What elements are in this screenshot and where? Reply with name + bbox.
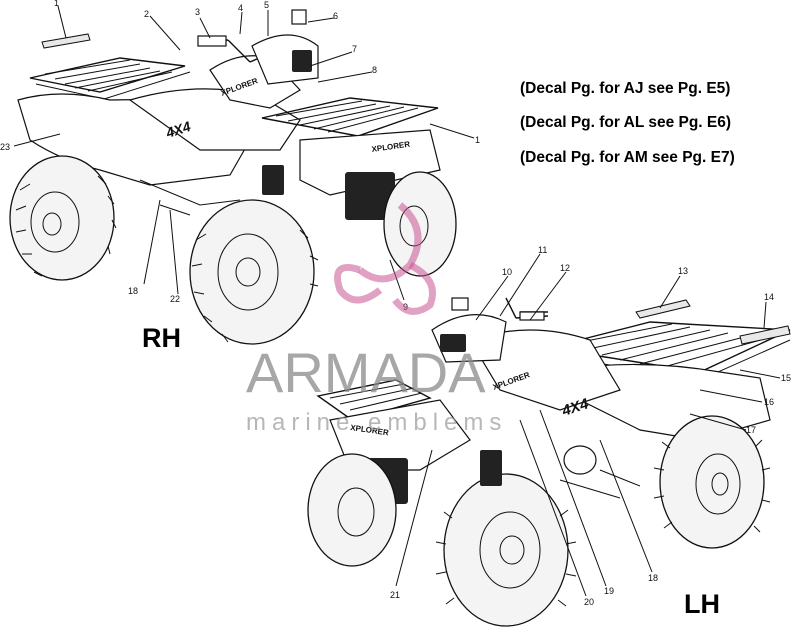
callout-19: 19: [604, 586, 614, 596]
view-label-rh: RH: [142, 323, 181, 353]
callout-1-rh-rear: 1: [54, 0, 59, 8]
callout-23: 23: [0, 142, 10, 152]
callout-8: 8: [372, 65, 377, 75]
callout-7: 7: [352, 44, 357, 54]
callout-16: 16: [764, 397, 774, 407]
leader-lines: [13, 5, 781, 597]
callout-14: 14: [764, 292, 774, 302]
rh-atv-illustration: XPLORER 4X4 XPLORER: [9, 9, 457, 345]
callout-4: 4: [238, 3, 243, 13]
callout-12: 12: [560, 263, 570, 273]
callout-6: 6: [333, 11, 338, 21]
callout-11: 11: [538, 245, 547, 255]
callout-10: 10: [502, 267, 512, 277]
watermark: ARMADA marine emblems: [246, 202, 507, 436]
callout-5: 5: [264, 0, 269, 10]
note-aj: (Decal Pg. for AJ see Pg. E5): [520, 80, 730, 97]
callout-18-rh: 18: [128, 286, 138, 296]
callout-3: 3: [195, 7, 200, 17]
lh-atv-illustration: XPLORER 4X4 XPLORER: [307, 297, 791, 627]
watermark-sub: marine emblems: [246, 409, 507, 436]
callout-17: 17: [746, 425, 756, 435]
callout-13: 13: [678, 266, 688, 276]
callout-1-rh-front: 1: [475, 135, 480, 145]
callout-2: 2: [144, 9, 149, 19]
callout-15: 15: [781, 373, 791, 383]
decal-page-notes: (Decal Pg. for AJ see Pg. E5) (Decal Pg.…: [520, 80, 735, 166]
callout-18-lh: 18: [648, 573, 658, 583]
view-label-lh: LH: [684, 589, 720, 619]
rh-rack-decal: [41, 33, 91, 49]
callout-22: 22: [170, 294, 180, 304]
note-al: (Decal Pg. for AL see Pg. E6): [520, 114, 731, 131]
callout-20: 20: [584, 597, 594, 607]
rh-fender-badge: 4X4: [163, 118, 193, 141]
watermark-logo-icon: [334, 202, 436, 315]
callout-21: 21: [390, 590, 400, 600]
note-am: (Decal Pg. for AM see Pg. E7): [520, 149, 735, 166]
watermark-brand: ARMADA: [246, 341, 486, 404]
